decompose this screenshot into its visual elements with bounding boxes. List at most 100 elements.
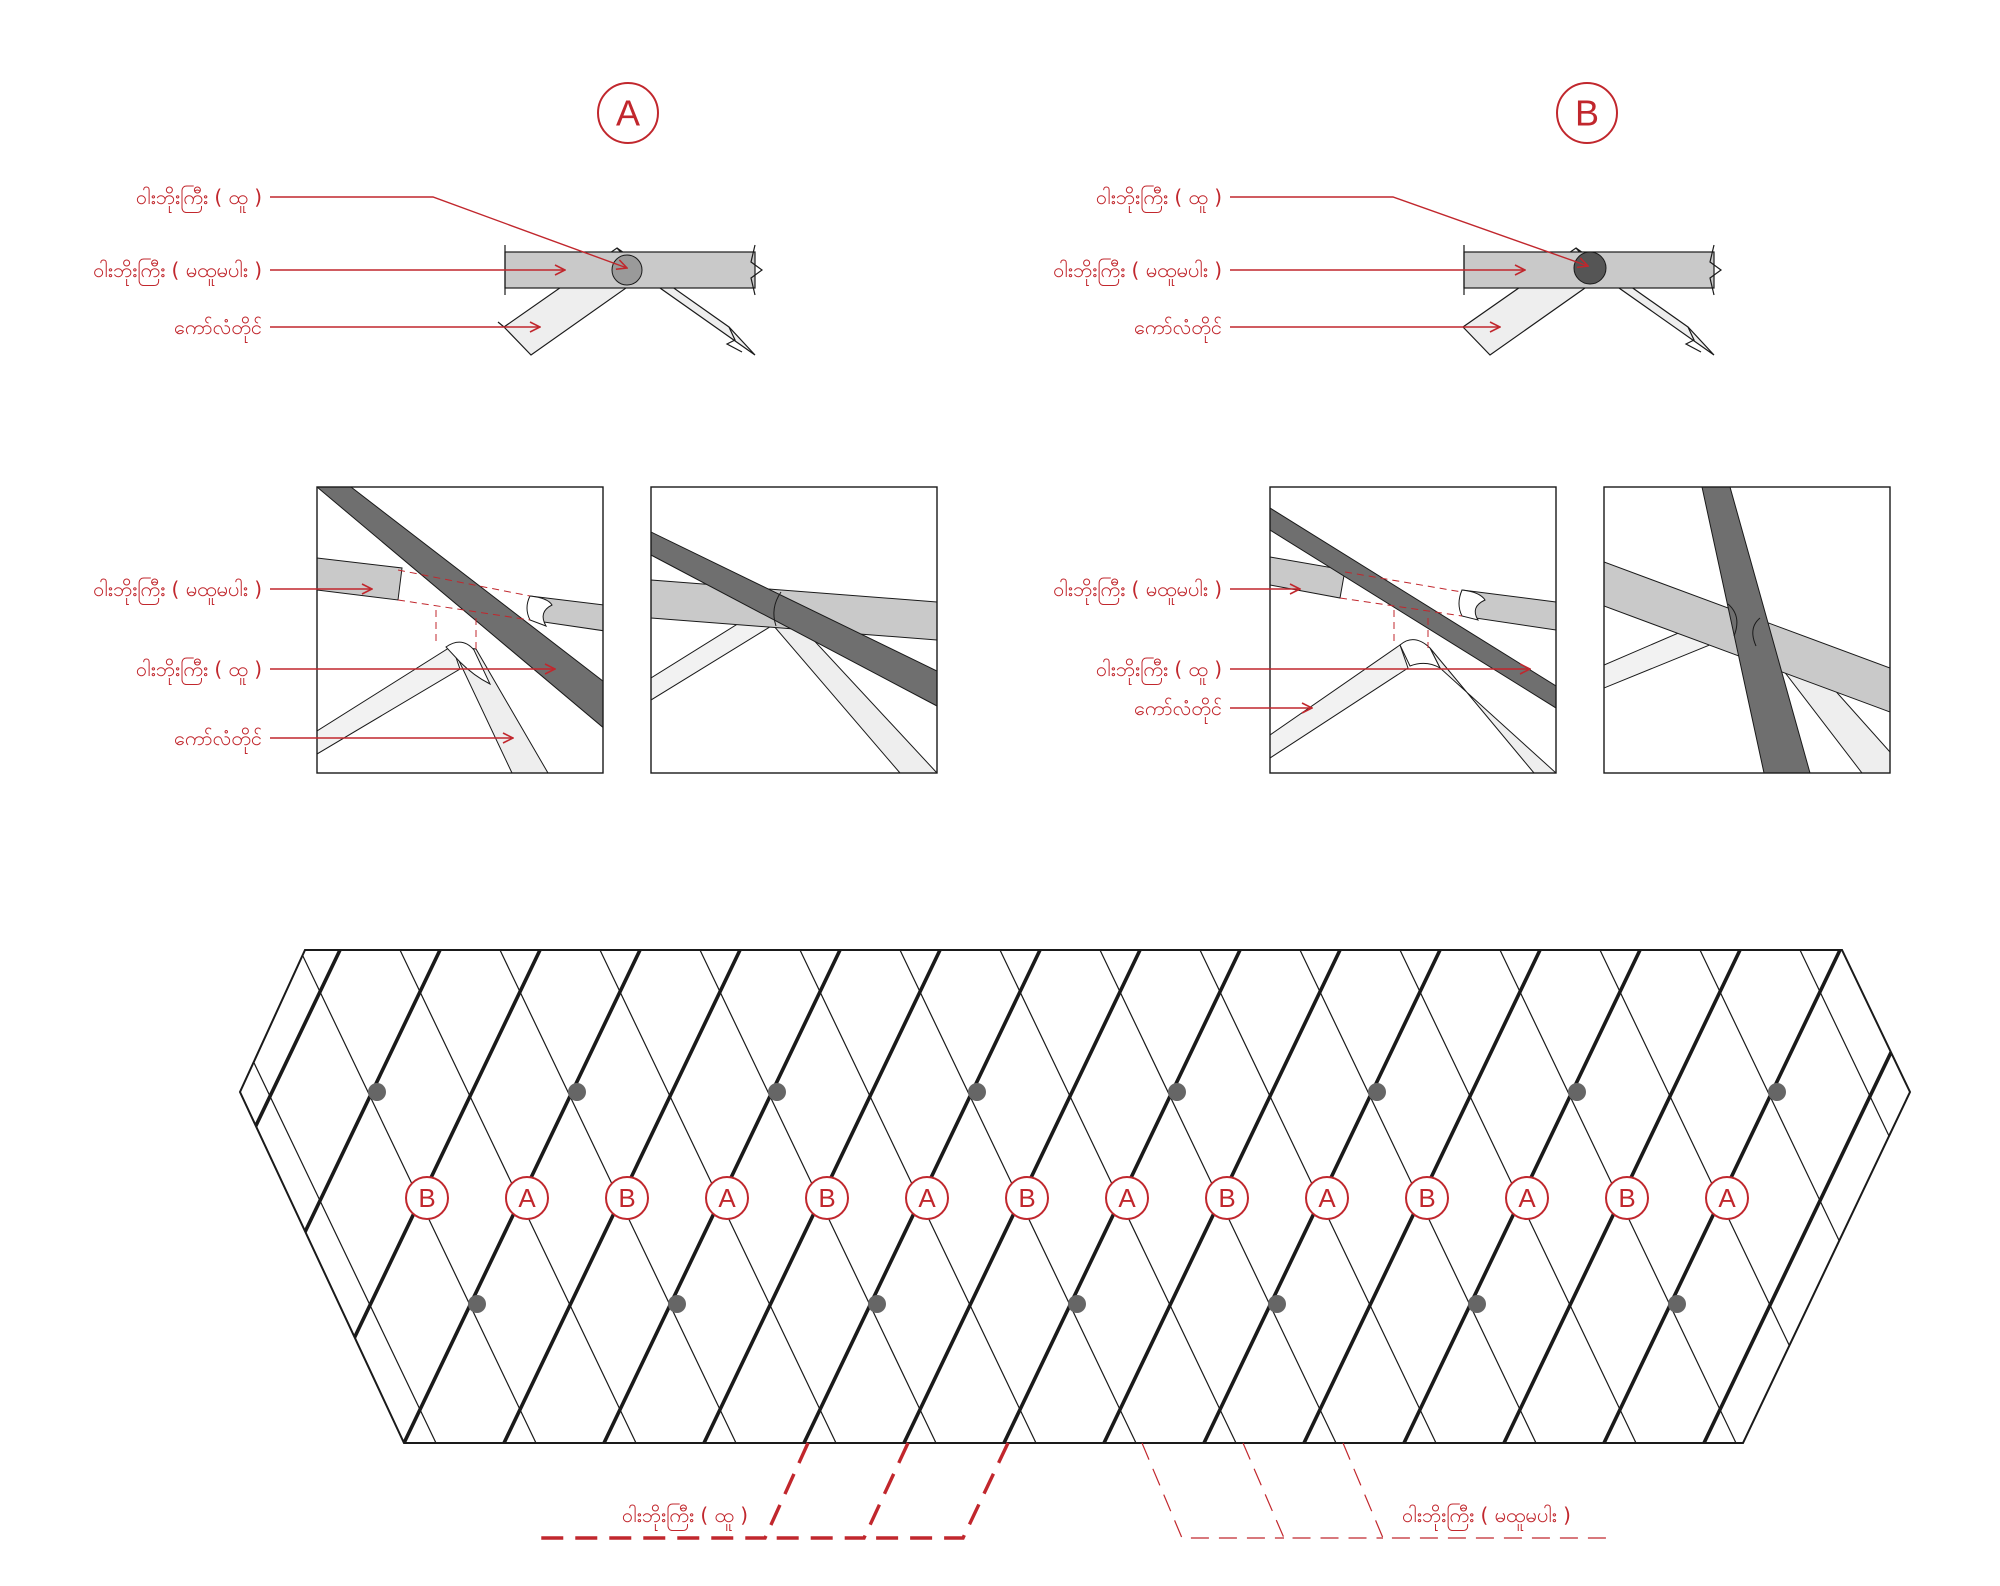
plan-marker-circle (805, 1176, 849, 1220)
plan-marker-a: A (718, 1183, 736, 1213)
plan-marker-a: A (518, 1183, 536, 1213)
panel2-top-member (651, 531, 937, 707)
panel3-post-left (1270, 644, 1409, 759)
lattice-node (1568, 1083, 1586, 1101)
detail-b-label-post: ကော်လံတိုင် (1134, 315, 1222, 343)
panel1-frame (316, 486, 604, 774)
lattice-thin-member (1799, 950, 1910, 1443)
plan-marker-circle (1105, 1176, 1149, 1220)
panel4-frame (1603, 486, 1891, 774)
detail-b: B ဝါးဘိုးကြီး ( ထူ ) ဝါးဘိုးကြီး ( မထူမပ… (1053, 82, 1723, 356)
plan-marker-circle (1505, 1176, 1549, 1220)
plan-marker-circle (505, 1176, 549, 1220)
detail-a: A ဝါးဘိုးကြီး ( ထူ ) ဝါးဘိုးကြီး ( မထူမပ… (93, 82, 764, 356)
lattice-thick-member (1902, 950, 1910, 1443)
panel1-top-member (317, 487, 603, 729)
legend-thin-dash-3 (1342, 1442, 1612, 1539)
lattice-thick-member (1802, 950, 1910, 1443)
plan-marker-circle (605, 1176, 649, 1220)
plan-marker-b: B (1418, 1183, 1435, 1213)
lattice-node (568, 1083, 586, 1101)
legend-thick-dash-1 (533, 1442, 810, 1540)
lattice-node (1368, 1083, 1386, 1101)
detail-b-label-continuous: ဝါးဘိုးကြီး ( မထူမပါး ) (1053, 258, 1222, 286)
legend-thin-dash-2 (1242, 1442, 1383, 1539)
panel1-member-right-end (526, 595, 553, 627)
plan-marker-b: B (418, 1183, 435, 1213)
detail-a-assembled-panel (650, 486, 938, 774)
legend-thick-dash-3 (864, 1442, 1010, 1540)
panel3-label-top: ဝါးဘိုးကြီး ( ထူ ) (1096, 657, 1222, 685)
plan-marker-circle (1705, 1176, 1749, 1220)
panel3-top-member (1270, 507, 1556, 709)
detail-b-exploded-panel: ဝါးဘိုးကြီး ( မထူမပါး ) ဝါးဘိုးကြီး ( ထူ… (1053, 486, 1557, 774)
lattice-node (1168, 1083, 1186, 1101)
plan-marker-a: A (1718, 1183, 1736, 1213)
plan-marker-b: B (1018, 1183, 1035, 1213)
lattice-thin-member (1899, 950, 1910, 1443)
lattice-plan-outline (238, 949, 1912, 1444)
lattice-node (668, 1295, 686, 1313)
detail-a-top-member-section (611, 254, 643, 286)
plan-marker-b: B (818, 1183, 835, 1213)
detail-a-exploded-panel: ဝါးဘိုးကြီး ( မထူမပါး ) ဝါးဘိုးကြီး ( ထူ… (93, 486, 604, 774)
panel3-label-continuous: ဝါးဘိုးကြီး ( မထူမပါး ) (1053, 577, 1222, 605)
lattice-thin-member (240, 950, 437, 1443)
detail-a-label-continuous: ဝါးဘိုးကြီး ( မထူမပါး ) (93, 258, 262, 286)
detail-a-label-post: ကော်လံတိုင် (174, 315, 262, 343)
legend-thin-dash-1 (1141, 1442, 1284, 1539)
panel1-label-post: ကော်လံတိုင် (174, 726, 262, 754)
panel1-label-top: ဝါးဘိုးကြီး ( ထူ ) (136, 657, 262, 685)
lattice-node (1268, 1295, 1286, 1313)
plan-marker-a: A (1318, 1183, 1336, 1213)
panel1-post-joint (445, 641, 492, 686)
plan-marker-circle (1405, 1176, 1449, 1220)
lattice-thick-member (240, 950, 342, 1443)
detail-a-label-top: ဝါးဘိုးကြီး ( ထူ ) (136, 185, 262, 213)
plan-marker-a: A (918, 1183, 936, 1213)
panel3-dash (1339, 571, 1463, 648)
panel4-joint-outline (1727, 603, 1761, 647)
plan-marker-b: B (618, 1183, 635, 1213)
lattice-thin-member (240, 950, 337, 1443)
panel3-post-joint (1399, 639, 1442, 670)
plan-marker-circle (1205, 1176, 1249, 1220)
detail-a-leader-top (270, 196, 627, 268)
detail-b-title-circle (1556, 82, 1618, 144)
plan-marker-circle (1005, 1176, 1049, 1220)
lattice-node (1468, 1295, 1486, 1313)
lattice-node (1768, 1083, 1786, 1101)
plan-marker-circle (1605, 1176, 1649, 1220)
detail-a-title: A (616, 93, 640, 134)
plan-marker-a: A (1118, 1183, 1136, 1213)
legend-thin-label: ဝါးဘိုးကြီး ( မထူမပါး ) (1402, 1503, 1571, 1531)
lattice-plan-nodes (368, 1083, 1786, 1313)
plan-marker-b: B (1618, 1183, 1635, 1213)
lattice-node (768, 1083, 786, 1101)
lattice-node (468, 1295, 486, 1313)
panel1-member-left (317, 557, 403, 601)
plan-marker-circle (405, 1176, 449, 1220)
lattice-plan-lines (0, 950, 1910, 1443)
panel2-frame (650, 486, 938, 774)
plan-legend: ဝါးဘိုးကြီး ( ထူ ) ဝါးဘိုးကြီး ( မထူမပါး… (533, 1442, 1612, 1540)
lattice-node (868, 1295, 886, 1313)
legend-thick-label: ဝါးဘိုးကြီး ( ထူ ) (622, 1503, 748, 1531)
detail-b-title: B (1575, 93, 1599, 134)
lattice-node (1068, 1295, 1086, 1313)
detail-b-assembled-panel (1603, 486, 1891, 774)
panel4-top-member (1701, 487, 1811, 773)
panel3-frame (1269, 486, 1557, 774)
panel3-member-right-end (1458, 589, 1486, 621)
plan-marker-a: A (1518, 1183, 1536, 1213)
plan-marker-circle (1305, 1176, 1349, 1220)
lattice-thin-member (0, 950, 236, 1443)
lattice-node (968, 1083, 986, 1101)
detail-b-label-top: ဝါးဘိုးကြီး ( ထူ ) (1096, 185, 1222, 213)
plan-marker-circle (905, 1176, 949, 1220)
plan-marker-circle (705, 1176, 749, 1220)
panel3-label-post: ကော်လံတိုင် (1134, 696, 1222, 724)
lattice-node (368, 1083, 386, 1101)
